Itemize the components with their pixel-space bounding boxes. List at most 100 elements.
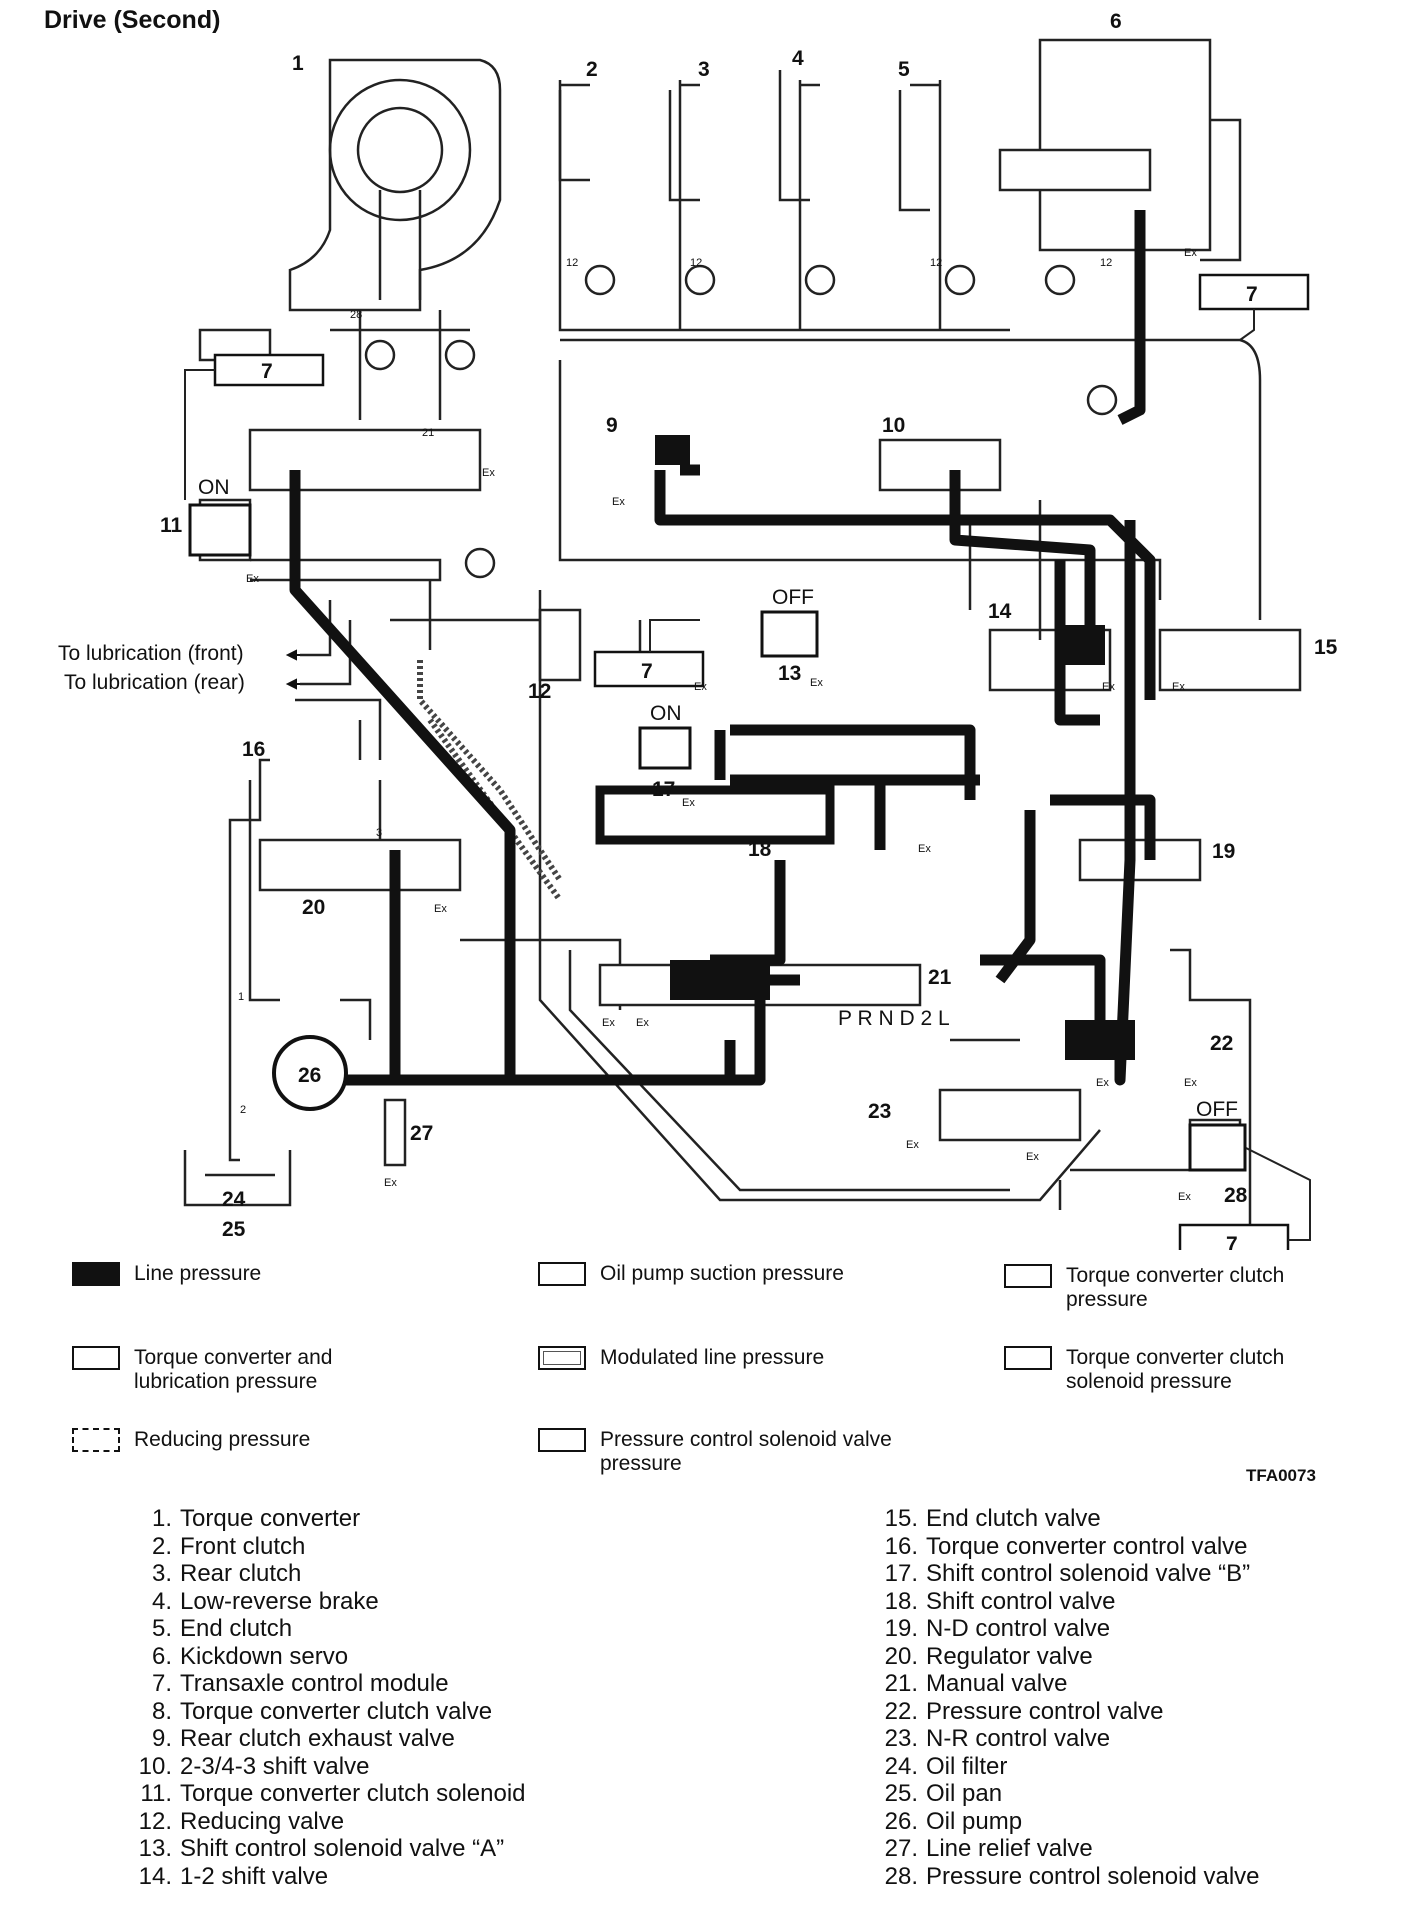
legend-label: Torque converter clutch pressure — [1066, 1264, 1285, 1311]
transaxle-control-module-boxes — [213, 273, 1310, 1250]
exhaust-port: Ex — [1178, 1191, 1191, 1203]
exhaust-port: Ex — [918, 843, 931, 855]
component-list-item: 5.End clutch — [130, 1615, 526, 1643]
component-name: Manual valve — [926, 1670, 1068, 1697]
port-numbers: 12 12 12 12 21 28 3 2 1 — [238, 257, 1112, 1116]
exhaust-port: Ex — [384, 1177, 397, 1189]
component-list-item: 9.Rear clutch exhaust valve — [130, 1725, 526, 1753]
exhaust-port: Ex — [682, 797, 695, 809]
component-number: 17. — [884, 1560, 918, 1587]
component-list-item: 4.Low-reverse brake — [130, 1588, 526, 1616]
tcm-label: 7 — [641, 660, 653, 683]
component-list-item: 28.Pressure control solenoid valve — [876, 1863, 1260, 1891]
legend-item: Torque converter clutch pressure — [1004, 1264, 1336, 1312]
component-name: Front clutch — [180, 1532, 306, 1560]
component-number: 10. — [138, 1752, 172, 1780]
component-list-item: 22. Pressure control valve — [876, 1698, 1260, 1726]
component-name: Torque converter — [180, 1505, 361, 1532]
component-list-item: 27.Line relief valve — [876, 1835, 1260, 1863]
solenoid-17-state: ON — [650, 702, 682, 725]
marker-12: 12 — [528, 680, 551, 703]
legend-item: Line pressure — [72, 1262, 434, 1286]
component-number: 12. — [138, 1807, 172, 1835]
marker-18: 18 — [748, 838, 772, 861]
component-name: Torque converter control valve — [926, 1532, 1248, 1560]
legend-swatch — [72, 1262, 120, 1286]
component-number: 15. — [884, 1505, 918, 1532]
exhaust-port: Ex — [636, 1017, 649, 1029]
component-name: 1-2 shift valve — [180, 1862, 329, 1890]
exhaust-ports: Ex Ex Ex Ex Ex Ex Ex Ex Ex Ex Ex Ex Ex E… — [246, 247, 1197, 1203]
marker-26: 26 — [298, 1064, 321, 1087]
marker-9: 9 — [606, 414, 618, 437]
marker-21: 21 — [928, 966, 952, 989]
component-name: Regulator valve — [926, 1642, 1093, 1670]
component-number: 24. — [884, 1752, 918, 1780]
exhaust-port: Ex — [1026, 1151, 1039, 1163]
exhaust-port: Ex — [1184, 1077, 1197, 1089]
lubrication-callouts: To lubrication (front) To lubrication (r… — [58, 642, 245, 694]
component-name: Line relief valve — [926, 1835, 1093, 1862]
marker-17: 17 — [652, 778, 675, 801]
component-list-item: 12. Reducing valve — [130, 1808, 526, 1836]
solenoids — [188, 503, 1247, 1172]
component-name: Pressure control valve — [926, 1697, 1164, 1725]
port-number: 2 — [240, 1104, 246, 1116]
component-list-item: 2.Front clutch — [130, 1533, 526, 1561]
component-number: 21. — [884, 1670, 918, 1697]
component-list-item: 7.Transaxle control module — [130, 1670, 526, 1698]
component-list-item: 19.N-D control valve — [876, 1615, 1260, 1643]
component-name: Low-reverse brake — [180, 1587, 379, 1615]
component-name: Oil pump — [926, 1807, 1023, 1835]
marker-10: 10 — [882, 414, 905, 437]
legend-swatch — [1004, 1264, 1052, 1288]
exhaust-port: Ex — [906, 1139, 919, 1151]
marker-1: 1 — [292, 52, 304, 75]
component-name: 2-3/4-3 shift valve — [180, 1752, 370, 1780]
component-list-item: 13.Shift control solenoid valve “A” — [130, 1835, 526, 1863]
solenoid-28-state: OFF — [1196, 1098, 1238, 1121]
component-number: 11. — [140, 1780, 172, 1807]
marker-22: 22 — [1210, 1032, 1233, 1055]
line-pressure-bodies — [595, 435, 1135, 1060]
component-number: 18. — [884, 1587, 918, 1615]
component-number: 16. — [884, 1532, 918, 1560]
port-number: 12 — [930, 257, 942, 269]
page-title: Drive (Second) — [44, 6, 221, 34]
marker-16: 16 — [242, 738, 265, 761]
exhaust-port: Ex — [694, 681, 707, 693]
component-number: 13. — [138, 1835, 172, 1862]
component-number: 22. — [884, 1697, 918, 1725]
tcm-wiring — [184, 309, 1311, 1241]
component-list-item: 11.Torque converter clutch solenoid — [130, 1780, 525, 1808]
legend-swatch — [72, 1346, 120, 1370]
marker-11: 11 — [160, 514, 183, 537]
component-number: 3. — [151, 1560, 172, 1587]
solenoid-13-state: OFF — [772, 586, 814, 609]
marker-13: 13 — [778, 662, 801, 685]
legend-item: Modulated line pressure — [538, 1346, 900, 1370]
legend-swatch — [538, 1346, 586, 1370]
marker-4: 4 — [792, 47, 804, 70]
reducing-pressure-lines — [417, 660, 563, 902]
component-number: 6. — [151, 1642, 172, 1670]
component-list-item: 10. 2-3/4-3 shift valve — [130, 1753, 526, 1781]
port-number: 28 — [350, 309, 362, 321]
solenoid-states: ON OFF ON OFF — [198, 476, 1238, 1121]
legend-item: Oil pump suction pressure — [538, 1262, 900, 1286]
tcm-label: 7 — [261, 360, 273, 383]
exhaust-port: Ex — [246, 573, 259, 585]
legend-label: Pressure control solenoid valve pressure — [600, 1428, 892, 1475]
exhaust-port: Ex — [434, 903, 447, 915]
component-number: 1. — [151, 1505, 172, 1532]
component-number: 7. — [151, 1670, 172, 1697]
component-list-item: 1. Torque converter — [130, 1505, 526, 1533]
legend-item: Torque converter and lubrication pressur… — [72, 1346, 394, 1394]
port-number: 1 — [238, 991, 244, 1003]
component-name: Reducing valve — [180, 1807, 345, 1835]
component-number: 20. — [884, 1642, 918, 1670]
marker-6: 6 — [1110, 10, 1122, 33]
component-number: 8. — [151, 1697, 172, 1725]
